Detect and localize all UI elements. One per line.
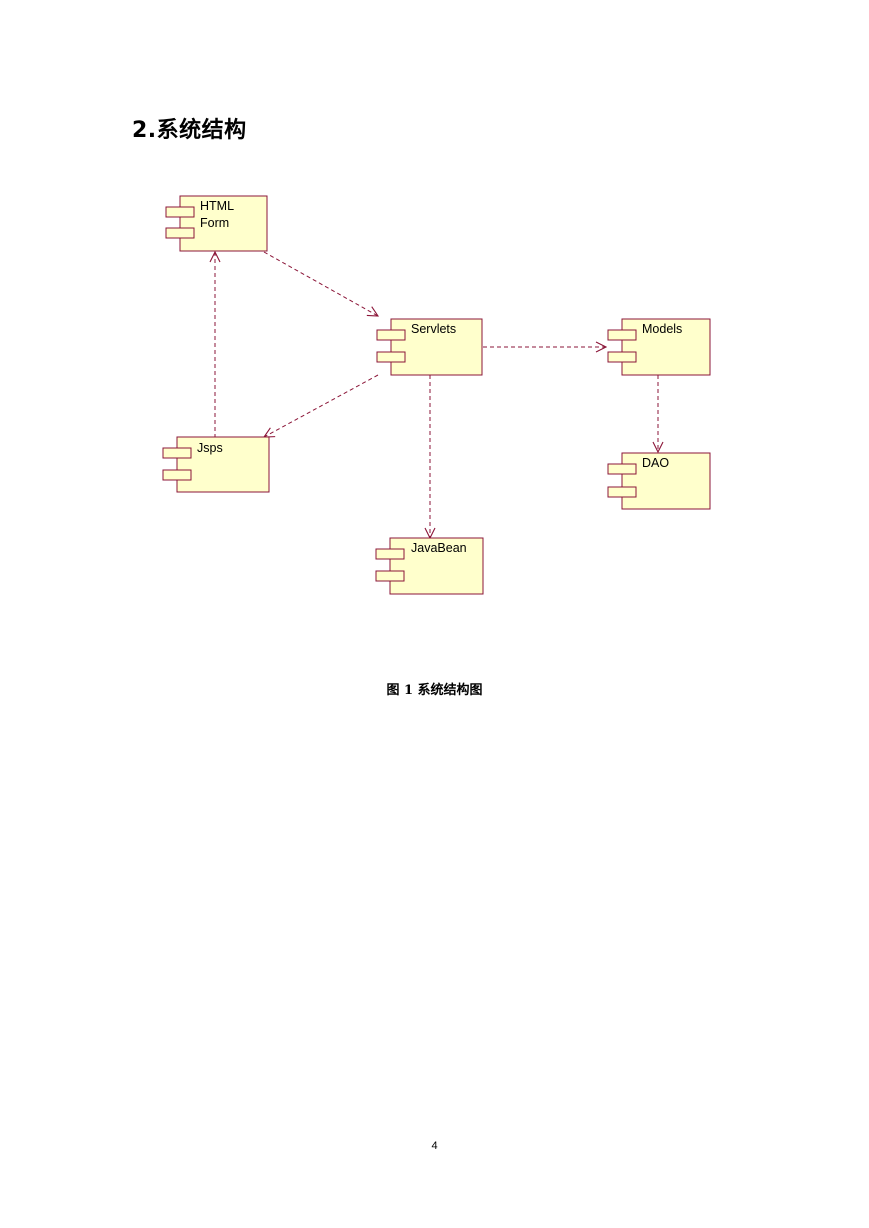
component-html-form-label-line1: HTML [200,199,234,213]
component-html-form-label-line2: Form [200,216,229,230]
component-javabean[interactable]: JavaBean [375,537,484,595]
component-dao[interactable]: DAO [607,452,711,510]
dependency-servlets-to-jsps [264,374,379,437]
component-javabean-label: JavaBean [411,541,467,555]
component-models-label: Models [642,322,682,336]
dependency-lines [215,252,658,538]
component-servlets-label: Servlets [411,322,456,336]
figure-caption: 图 1 系统结构图 [386,683,483,698]
component-models[interactable]: Models [607,318,711,376]
component-jsps[interactable]: Jsps [162,436,270,493]
page-number: 4 [431,1140,438,1152]
component-servlets[interactable]: Servlets [376,318,483,376]
component-jsps-label: Jsps [197,441,223,455]
section-heading: 2.系统结构 [132,118,247,143]
component-dao-label: DAO [642,456,669,470]
system-structure-diagram: HTML Form Servlets Models Jsps [162,195,711,595]
component-html-form[interactable]: HTML Form [165,195,268,252]
dependency-htmlform-to-servlets [263,251,378,316]
